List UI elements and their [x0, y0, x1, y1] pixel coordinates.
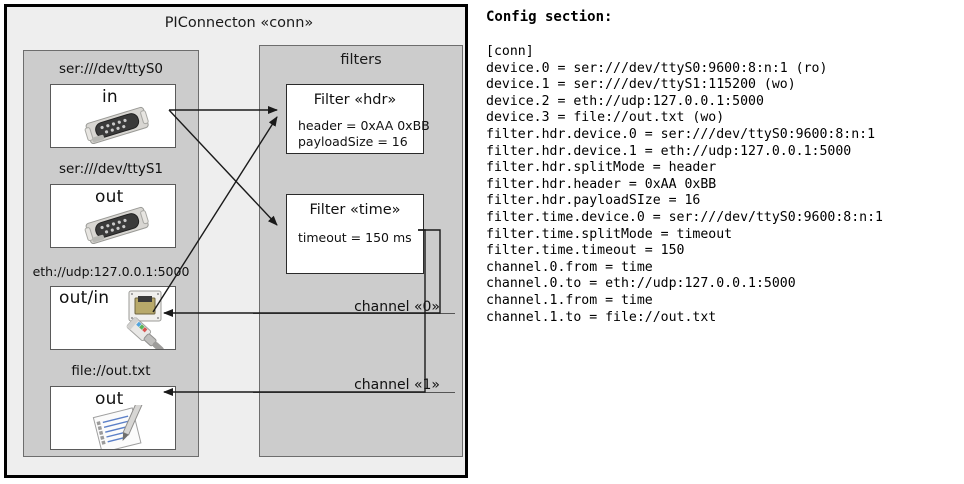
- device-label-ttys1: ser:///dev/ttyS1: [59, 161, 163, 177]
- device-io-ttys0: in: [102, 87, 118, 107]
- device-label-ttys0: ser:///dev/ttyS0: [59, 61, 163, 77]
- text-file-icon: [92, 405, 144, 449]
- diagram-frame: PIConnecton «conn» ser:///dev/ttyS0 in: [4, 4, 468, 478]
- filters-panel: filters Filter «hdr» header = 0xAA 0xBB …: [259, 45, 463, 457]
- network-jack-icon: [126, 290, 164, 349]
- config-text: [conn] device.0 = ser:///dev/ttyS0:9600:…: [486, 44, 883, 325]
- device-io-file: out: [95, 389, 124, 409]
- serial-port-icon: [84, 106, 149, 145]
- filter-node-hdr[interactable]: Filter «hdr» header = 0xAA 0xBB payloadS…: [286, 84, 430, 154]
- device-node-eth[interactable]: out/in: [50, 286, 176, 350]
- device-io-eth: out/in: [59, 288, 110, 308]
- filter-hdr-attr-payloadsize: payloadSize = 16: [298, 134, 408, 149]
- filters-panel-title: filters: [340, 52, 382, 68]
- diagram-title: PIConnecton «conn»: [164, 15, 314, 31]
- device-node-ttys0[interactable]: in: [50, 84, 176, 148]
- channel-0-label: channel «0»: [354, 299, 440, 315]
- config-heading: Config section:: [486, 9, 613, 25]
- channel-1-label: channel «1»: [354, 377, 440, 393]
- device-label-eth: eth://udp:127.0.0.1:5000: [32, 264, 190, 279]
- filter-hdr-title: Filter «hdr»: [313, 92, 397, 108]
- device-io-ttys1: out: [95, 187, 124, 207]
- device-node-ttys1[interactable]: out: [50, 184, 176, 248]
- channel-region-0: [260, 46, 448, 321]
- filter-time-title: Filter «time»: [309, 202, 401, 218]
- config-section: Config section: [conn] device.0 = ser://…: [482, 0, 964, 484]
- devices-panel: ser:///dev/ttyS0 in: [23, 50, 199, 457]
- serial-port-icon: [84, 206, 149, 245]
- filter-hdr-attr-header: header = 0xAA 0xBB: [298, 118, 430, 133]
- device-node-file[interactable]: out: [50, 386, 176, 450]
- device-label-file: file://out.txt: [71, 363, 151, 379]
